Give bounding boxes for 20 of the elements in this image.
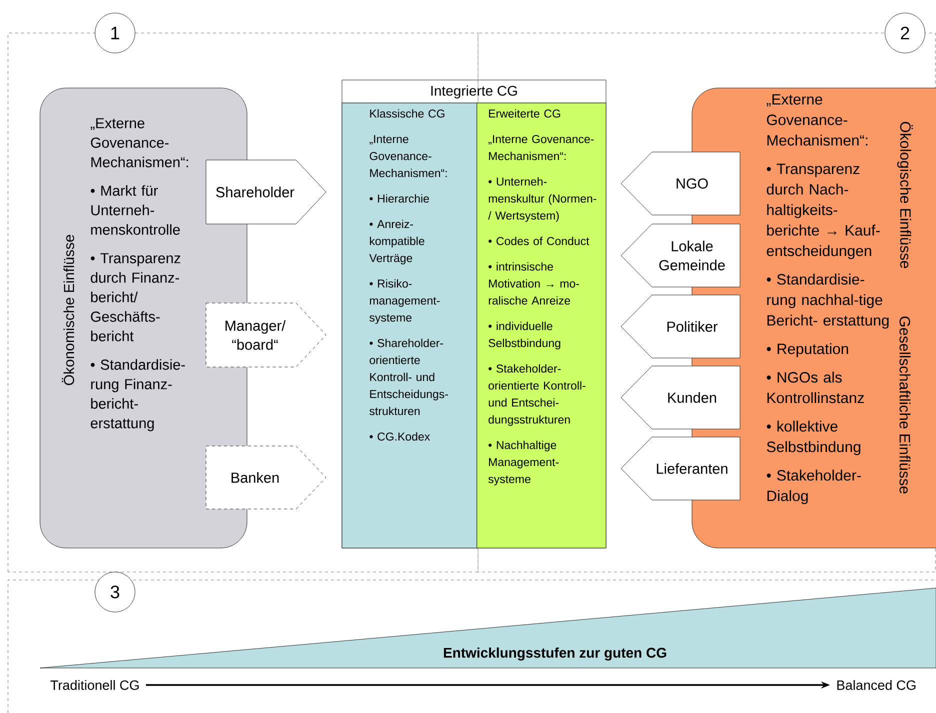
bullet-text: „Externe Govenance- Mechanismen“: • Markt für Unterneh- menskontrolle • Transparenz durch Finanz- bericht/ Geschäfts- bericht • Standardisie- rung Finanz- bericht- erstattung <box>90 118 188 432</box>
node-label: • NGOs als Kontrollinstanz <box>766 372 864 404</box>
node-label: • Standardisie- rung Finanz- bericht- erstattung <box>90 359 185 432</box>
node-label: • Reputation <box>766 343 848 358</box>
stage-label: Balanced CG <box>837 680 916 690</box>
node-label: • Stakeholder- Dialog <box>766 470 861 504</box>
stage-label: Traditionell CG <box>50 680 139 690</box>
node-label: • Standardisie- rung nachhal-tige Bericht- erstattung <box>766 274 889 329</box>
rotated-label: Gesellschaftliche Einflüsse <box>900 316 911 494</box>
node-label: • Transparenz durch Nach- haltigkeits- berichte → Kauf- entscheidungen <box>766 164 880 260</box>
bullet-text: „Externe Govenance- Mechanismen“: • Transparenz durch Nach- haltigkeits- berichte → Kauf- entscheidungen • Standardisie- rung nachhal-tige Bericht- erstattung • Reputation • NGOs als Kontrollinstanz • kollektive Selbstbindung • Stakeholder- Dialog <box>766 94 889 504</box>
node-label: • kollektive Selbstbindung <box>766 420 860 456</box>
node-label: • Transparenz durch Finanz- bericht/ Geschäfts- bericht <box>90 253 180 342</box>
node-label: „Externe Govenance- Mechanismen“: <box>766 94 868 146</box>
column-box: Erweiterte CG „Interne Govenance- Mechanismen“: • Unterneh- menskultur (Normen-/ Wertsystem) • Codes of Conduct • intrinsische Motivation → mo- ralische Anreize • individuelle Selbstbindung • Stakeholder- orientierte Kontroll- und Entschei- dungsstrukturen • Nachhaltige Management- systeme <box>476 102 606 548</box>
rotated-label: Ökologische Einflüsse <box>897 122 913 268</box>
rotated-label: Ökonomische Einflüsse <box>62 234 74 386</box>
node-label: „Externe Govenance- Mechanismen“: <box>90 118 188 168</box>
column-box: Klassische CG „Interne Govenance- Mechanismen“: • Hierarchie • Anreiz- kompatible Verträge • Risiko- management- systeme • Shareholder- orientierte Kontroll- und Entscheidungs- strukturen • CG.Kodex <box>342 102 478 548</box>
node-label: • Markt für Unterneh- menskontrolle <box>90 185 180 235</box>
